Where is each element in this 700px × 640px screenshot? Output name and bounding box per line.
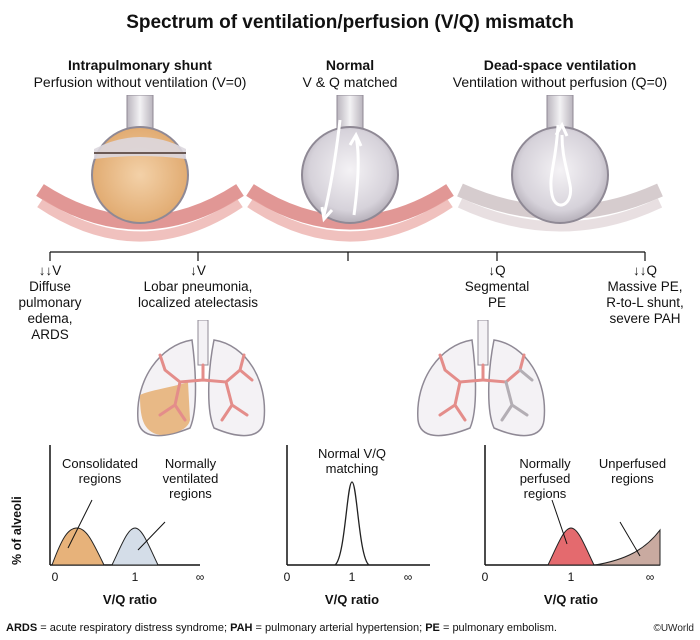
tick-label: ∞ bbox=[195, 570, 205, 584]
tick-label: 1 bbox=[131, 570, 139, 584]
abbr-term: PAH bbox=[230, 622, 253, 634]
spectrum-bracket bbox=[49, 251, 646, 261]
consolidated-curve bbox=[51, 527, 105, 566]
lungs-embolism bbox=[417, 320, 546, 437]
callout-line bbox=[137, 521, 166, 551]
abbr-term: ARDS bbox=[6, 622, 38, 634]
arrow-label: ↓Q bbox=[488, 263, 506, 278]
column-shunt: Intrapulmonary shunt Perfusion without v… bbox=[15, 57, 265, 91]
arrow-label: ↓↓Q bbox=[632, 263, 657, 278]
arrow-label: ↓↓V bbox=[38, 263, 62, 278]
alveolus-dead-space bbox=[457, 95, 663, 232]
unperfused-curve bbox=[594, 528, 661, 566]
label-line: localized atelectasis bbox=[137, 295, 259, 310]
callout-line bbox=[551, 499, 568, 545]
callout-consolidated: Consolidated regions bbox=[62, 456, 138, 486]
label-line: pulmonary bbox=[18, 295, 82, 310]
abbr-def: = pulmonary embolism. bbox=[439, 622, 557, 634]
spectrum-item-massive-pe: ↓↓Q Massive PE, R-to-L shunt, severe PAH bbox=[590, 263, 700, 327]
abbr-def: = acute respiratory distress syndrome; bbox=[37, 622, 231, 634]
tick-label: ∞ bbox=[645, 570, 655, 584]
alveoli-illustrations bbox=[36, 95, 663, 242]
callout-line bbox=[67, 499, 93, 549]
perfused-curve bbox=[547, 527, 595, 566]
spectrum-item-lobar-pneumonia: ↓V Lobar pneumonia, localized atelectasi… bbox=[118, 263, 278, 311]
column-heading: Dead-space ventilation bbox=[483, 57, 637, 73]
label-line: Lobar pneumonia, bbox=[143, 279, 253, 294]
label-line: ARDS bbox=[31, 327, 69, 342]
label-line: edema, bbox=[27, 311, 73, 326]
callout-line bbox=[619, 521, 641, 557]
tick-label: 0 bbox=[283, 570, 291, 584]
graph-normal bbox=[286, 445, 430, 566]
lung-illustrations bbox=[137, 320, 546, 437]
alveolus-normal bbox=[246, 95, 454, 242]
page-title: Spectrum of ventilation/perfusion (V/Q) … bbox=[126, 12, 574, 33]
tick-label: 1 bbox=[348, 570, 356, 584]
alveolus-shunt bbox=[36, 95, 244, 242]
vq-distribution-graphs bbox=[49, 445, 661, 566]
callout-normally-perfused: Normally perfused regions bbox=[519, 456, 571, 501]
abbr-def: = pulmonary arterial hypertension; bbox=[252, 622, 426, 634]
callout-unperfused: Unperfused regions bbox=[598, 456, 667, 486]
graph-dead-space bbox=[484, 445, 661, 566]
normal-curve bbox=[111, 527, 159, 566]
label-line: severe PAH bbox=[609, 311, 681, 326]
graph-shunt bbox=[49, 445, 200, 566]
normal-vq-curve bbox=[334, 481, 370, 566]
y-axis-label: % of alveoli bbox=[10, 496, 24, 565]
label-line: Massive PE, bbox=[607, 279, 683, 294]
footer-abbreviations: ARDS = acute respiratory distress syndro… bbox=[6, 622, 557, 634]
copyright: ©UWorld bbox=[653, 623, 694, 634]
column-subheading: Ventilation without perfusion (Q=0) bbox=[452, 74, 668, 90]
arrow-label: ↓V bbox=[190, 263, 206, 278]
spectrum-item-diffuse-edema: ↓↓V Diffuse pulmonary edema, ARDS bbox=[5, 263, 95, 343]
label-line: PE bbox=[487, 295, 506, 310]
column-subheading: V & Q matched bbox=[302, 74, 398, 90]
label-line: Diffuse bbox=[29, 279, 71, 294]
column-subheading: Perfusion without ventilation (V=0) bbox=[33, 74, 247, 90]
column-heading: Intrapulmonary shunt bbox=[68, 57, 212, 73]
column-dead-space: Dead-space ventilation Ventilation witho… bbox=[430, 57, 690, 91]
tick-label: 0 bbox=[481, 570, 489, 584]
label-line: Segmental bbox=[464, 279, 530, 294]
x-axis-label: V/Q ratio bbox=[324, 592, 380, 607]
callout-normally-ventilated: Normally ventilated regions bbox=[162, 456, 219, 501]
tick-label: 1 bbox=[567, 570, 575, 584]
spectrum-item-segmental-pe: ↓Q Segmental PE bbox=[447, 263, 547, 311]
tick-label: ∞ bbox=[403, 570, 413, 584]
column-heading: Normal bbox=[325, 57, 375, 73]
column-normal: Normal V & Q matched bbox=[250, 57, 450, 91]
lungs-pneumonia bbox=[137, 320, 266, 437]
tick-label: 0 bbox=[51, 570, 59, 584]
label-line: R-to-L shunt, bbox=[606, 295, 684, 310]
x-axis-label: V/Q ratio bbox=[543, 592, 599, 607]
abbr-term: PE bbox=[425, 622, 440, 634]
x-axis-label: V/Q ratio bbox=[102, 592, 158, 607]
callout-normal-matching: Normal V/Q matching bbox=[318, 446, 386, 476]
